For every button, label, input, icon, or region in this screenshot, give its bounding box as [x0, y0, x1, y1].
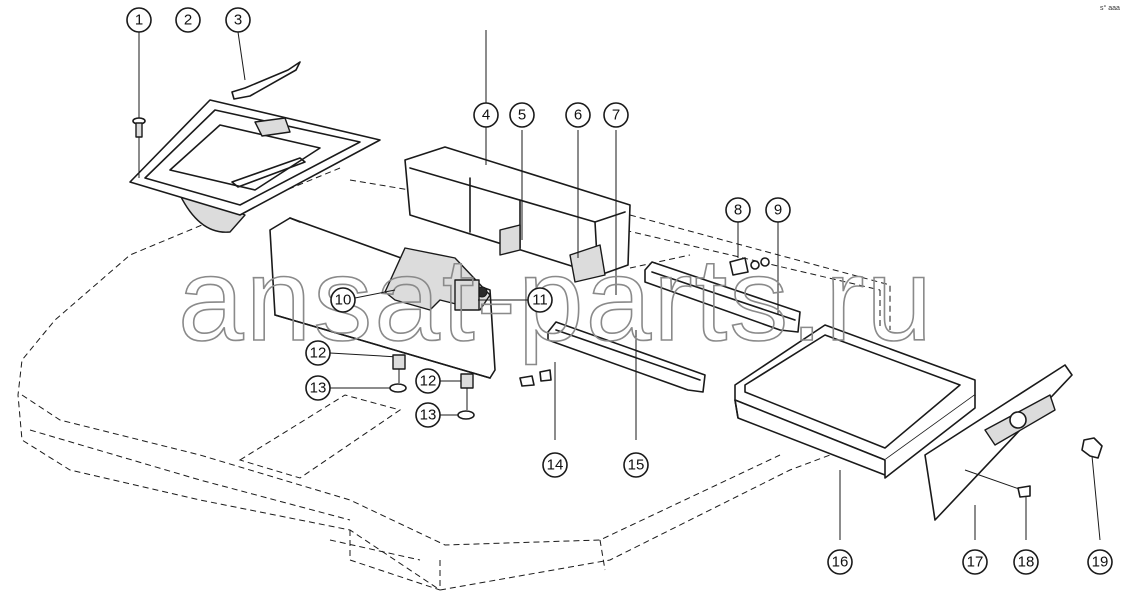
svg-text:13: 13: [310, 380, 327, 397]
corner-mark: s° aaa: [1100, 4, 1120, 12]
callout-6: 6: [565, 102, 591, 128]
callout-11: 11: [478, 287, 553, 313]
svg-text:17: 17: [967, 554, 984, 571]
callout-15: 15: [623, 452, 649, 478]
callout-19: 19: [1087, 549, 1113, 575]
callout-17: 17: [962, 549, 988, 575]
lower-cover: [269, 217, 496, 379]
callout-13a: 13: [305, 375, 331, 401]
svg-text:7: 7: [612, 107, 620, 124]
svg-text:12: 12: [310, 345, 327, 362]
svg-text:3: 3: [234, 12, 242, 29]
part-10-11-bracket: [384, 247, 491, 311]
callout-4: 4: [473, 102, 499, 128]
svg-text:13: 13: [420, 407, 437, 424]
callout-14: 14: [542, 452, 568, 478]
callout-9: 9: [765, 197, 791, 223]
svg-text:2: 2: [184, 12, 192, 29]
callout-12b: 12: [415, 368, 441, 394]
svg-text:1: 1: [135, 12, 143, 29]
part-1-screw: [132, 30, 146, 178]
svg-text:15: 15: [628, 457, 645, 474]
part-18-19-fasteners: [964, 437, 1103, 541]
svg-text:4: 4: [482, 107, 490, 124]
callout-18: 18: [1013, 549, 1039, 575]
svg-text:19: 19: [1092, 554, 1109, 571]
part-4-frame: [404, 30, 631, 295]
callout-10: 10: [330, 287, 396, 313]
svg-text:12: 12: [420, 373, 437, 390]
svg-text:18: 18: [1018, 554, 1035, 571]
callout-2: 2: [175, 7, 201, 33]
part-17-drawer-front: [924, 364, 1073, 540]
callout-1: 1: [126, 7, 152, 33]
svg-text:5: 5: [518, 107, 526, 124]
part-15-rail: [519, 321, 706, 440]
callout-16: 16: [827, 549, 853, 575]
callout-3: 3: [225, 7, 251, 33]
callout-13b: 13: [415, 402, 441, 428]
callout-5: 5: [509, 102, 535, 128]
part-12-13-fasteners: [329, 352, 475, 420]
svg-text:6: 6: [574, 107, 582, 124]
callout-8: 8: [725, 197, 751, 223]
svg-text:10: 10: [335, 292, 352, 309]
part-3-wrench: [231, 31, 301, 100]
svg-text:16: 16: [832, 554, 849, 571]
callout-12a: 12: [305, 340, 331, 366]
svg-text:8: 8: [734, 202, 742, 219]
part-9-rail: [644, 222, 801, 333]
svg-text:9: 9: [774, 202, 782, 219]
svg-text:11: 11: [532, 292, 548, 309]
callout-7: 7: [603, 102, 629, 128]
part-16-drawer: [734, 324, 976, 540]
part-2-tray: [129, 99, 381, 233]
svg-text:14: 14: [547, 457, 564, 474]
watermark-text: ansat-parts.ru: [178, 234, 934, 366]
machine-body-outline: [17, 167, 891, 591]
